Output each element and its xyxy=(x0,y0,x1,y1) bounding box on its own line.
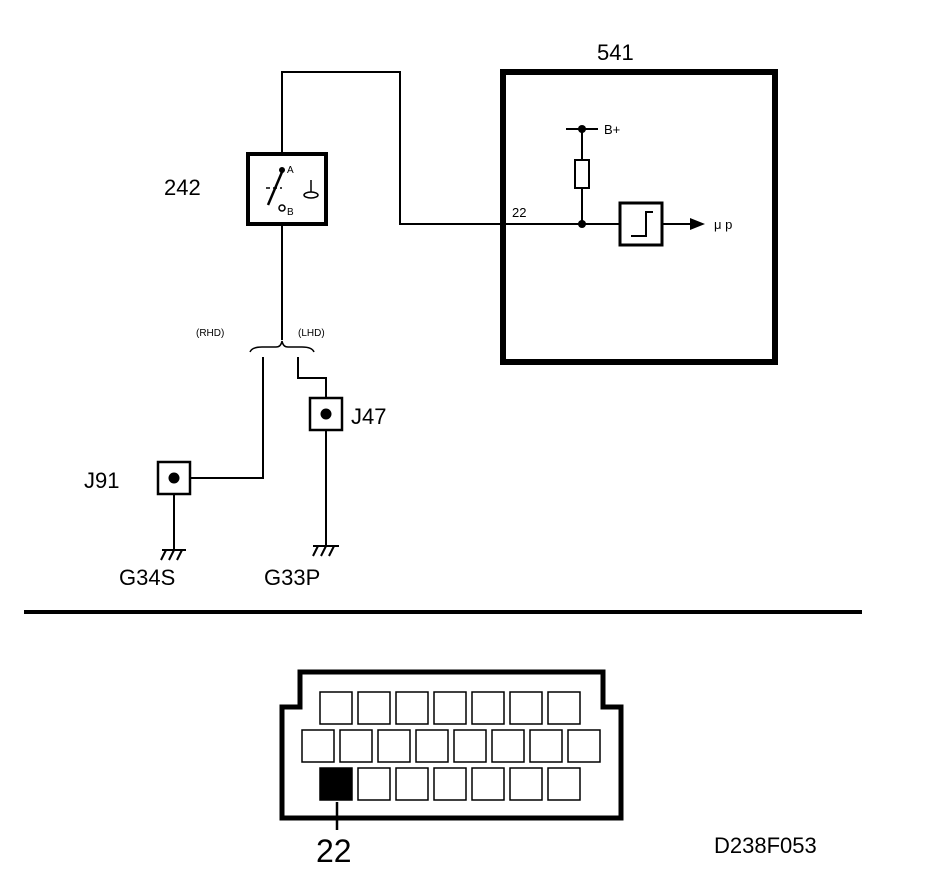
switch-terminal-b-label: B xyxy=(287,207,294,218)
connector-pin xyxy=(471,767,505,801)
output-label: μ p xyxy=(714,217,732,232)
switch-label: 242 xyxy=(164,175,201,200)
connector-pin xyxy=(319,691,353,725)
connector-pin xyxy=(395,767,429,801)
ground-g33p-symbol xyxy=(312,545,339,557)
junction-node xyxy=(578,220,586,228)
connector-pin xyxy=(377,729,411,763)
connector-pin xyxy=(529,729,563,763)
connector-pin xyxy=(509,691,543,725)
connector-pin xyxy=(433,767,467,801)
switch-actuator-head xyxy=(303,191,319,199)
connector-pin xyxy=(453,729,487,763)
ecu-pin-label: 22 xyxy=(512,205,526,220)
connector-pin xyxy=(509,767,543,801)
rhd-wire xyxy=(190,357,264,479)
ecu-label: 541 xyxy=(597,40,634,65)
switch-terminal-b xyxy=(278,204,286,212)
connector-pin xyxy=(415,729,449,763)
connector-pin xyxy=(547,767,581,801)
connector-pin xyxy=(433,691,467,725)
connector-pin xyxy=(339,729,373,763)
connector-j47-label: J47 xyxy=(351,404,386,429)
lhd-label: (LHD) xyxy=(298,328,325,339)
ground-g34s-label: G34S xyxy=(119,565,175,590)
connector-pin xyxy=(491,729,525,763)
rhd-label: (RHD) xyxy=(196,328,224,339)
connector-pin xyxy=(357,767,391,801)
connector-pin xyxy=(471,691,505,725)
signal-wire xyxy=(281,71,620,225)
variant-brace xyxy=(249,340,315,353)
switch-terminal-a-label: A xyxy=(287,165,294,176)
connector-j91-dot xyxy=(168,472,180,484)
connector-j47-dot xyxy=(320,408,332,420)
switch-terminal-a xyxy=(279,167,285,173)
connector-j91-label: J91 xyxy=(84,468,119,493)
connector-pin xyxy=(301,729,335,763)
connector-pin-highlighted xyxy=(319,767,353,801)
schmitt-symbol xyxy=(631,211,653,237)
supply-label: B+ xyxy=(604,122,620,137)
schmitt-trigger xyxy=(618,201,664,247)
connector-pin xyxy=(357,691,391,725)
ground-g33p-label: G33P xyxy=(264,565,320,590)
connector-pin xyxy=(547,691,581,725)
switch-box xyxy=(246,152,328,226)
connector-pin-label: 22 xyxy=(316,833,352,869)
connector-pin-grid xyxy=(301,691,601,801)
figure-id: D238F053 xyxy=(714,833,817,858)
lhd-wire xyxy=(297,357,327,398)
pullup-resistor xyxy=(574,159,590,189)
connector-pin xyxy=(567,729,601,763)
ground-g34s-symbol xyxy=(160,549,186,561)
connector-pin xyxy=(395,691,429,725)
ecu-box xyxy=(500,69,778,365)
output-arrow xyxy=(690,218,705,230)
